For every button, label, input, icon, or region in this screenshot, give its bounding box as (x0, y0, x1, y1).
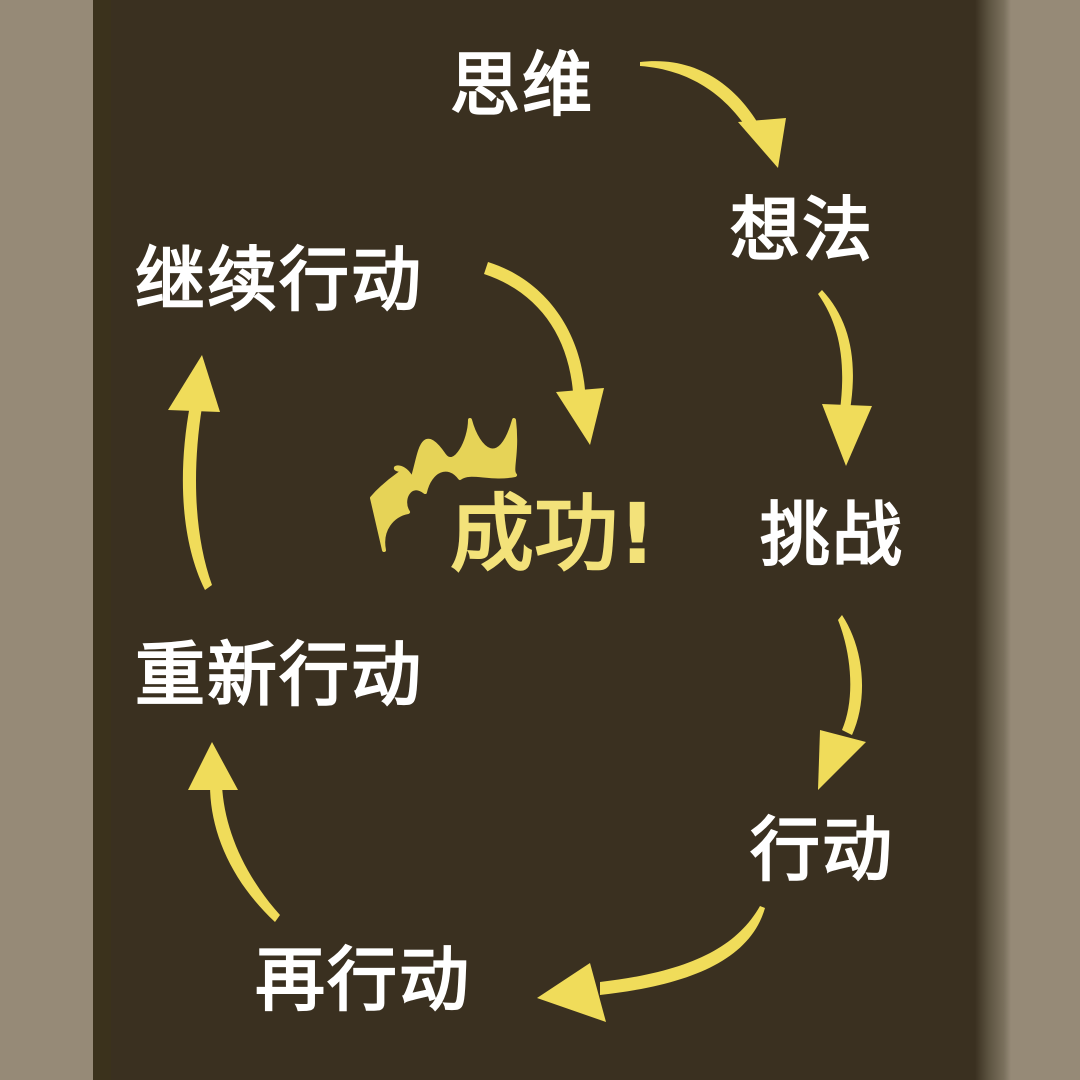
arrow-idea-to-challenge (818, 290, 872, 466)
node-action: 行动 (750, 809, 894, 891)
arrow-thinking-to-idea (640, 61, 786, 168)
node-restart-action: 重新行动 (135, 634, 423, 716)
node-challenge: 挑战 (760, 494, 904, 576)
arrow-action-to-act-again (537, 906, 765, 1022)
board-left-edge (93, 0, 111, 1080)
arrow-challenge-to-action (818, 615, 866, 790)
burst-icon (370, 418, 518, 552)
node-thinking: 思维 (450, 44, 594, 126)
diagram-background (93, 0, 986, 1080)
arrow-restart-to-continue (168, 355, 220, 590)
arrow-continue-to-success (484, 262, 604, 445)
arrow-act-again-to-restart (188, 742, 280, 922)
node-continue-action: 继续行动 (135, 239, 423, 321)
node-act-again: 再行动 (255, 939, 471, 1021)
node-idea: 想法 (730, 189, 874, 271)
board-right-edge (975, 0, 1011, 1080)
center-success: 成功! (450, 485, 657, 583)
